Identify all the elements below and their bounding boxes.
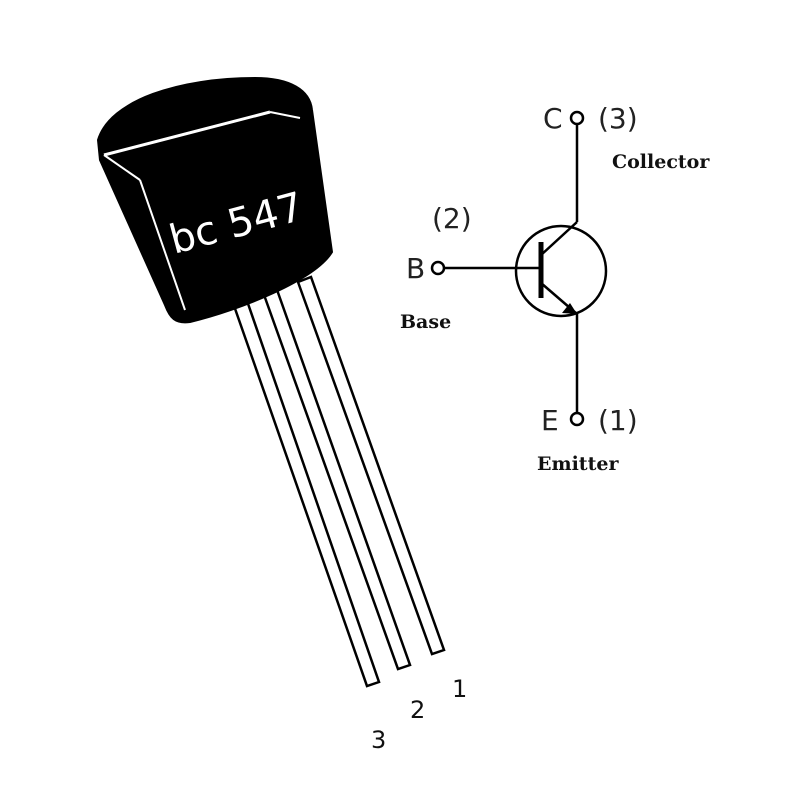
emitter-arrow bbox=[562, 303, 577, 314]
npn-symbol bbox=[430, 110, 608, 427]
pin-number-2: 2 bbox=[410, 696, 425, 724]
collector-terminal bbox=[569, 110, 585, 126]
base-pin: (2) bbox=[432, 202, 472, 235]
base-letter: B bbox=[406, 252, 425, 285]
transistor-leads bbox=[230, 275, 446, 688]
lead-3 bbox=[230, 293, 381, 688]
emitter-terminal bbox=[569, 411, 585, 427]
pin-number-1: 1 bbox=[452, 675, 467, 703]
emitter-pin: (1) bbox=[598, 404, 638, 437]
emitter-letter: E bbox=[541, 404, 559, 437]
lead-1 bbox=[296, 275, 446, 656]
lead-2 bbox=[261, 285, 412, 671]
collector-diagonal bbox=[540, 221, 578, 256]
base-terminal bbox=[430, 260, 446, 276]
collector-name: Collector bbox=[612, 151, 710, 173]
emitter-name: Emitter bbox=[537, 453, 619, 475]
collector-letter: C bbox=[543, 102, 563, 135]
base-name: Base bbox=[400, 311, 451, 333]
pin-number-3: 3 bbox=[371, 726, 386, 754]
symbol-circle bbox=[514, 224, 608, 318]
transistor-body: bc 547 bbox=[96, 76, 334, 324]
collector-pin: (3) bbox=[598, 102, 638, 135]
